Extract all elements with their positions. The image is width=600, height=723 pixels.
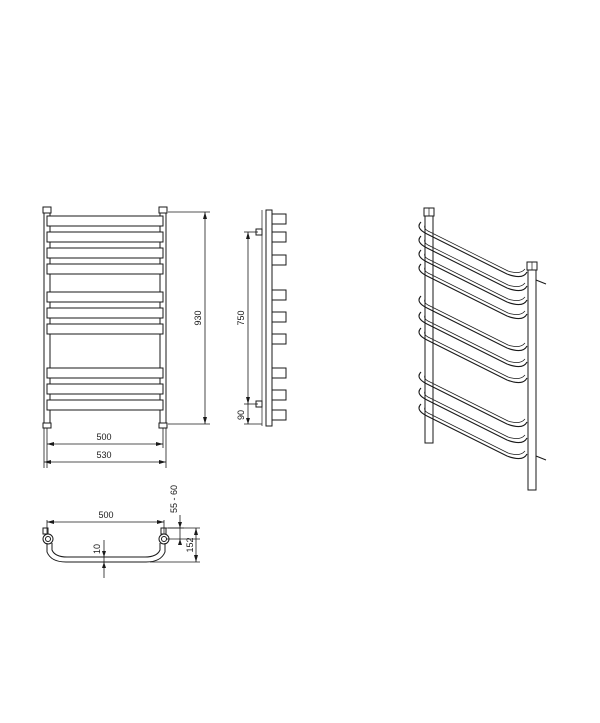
iso-tube xyxy=(418,263,528,320)
right-top-cap xyxy=(158,206,168,214)
bar-profile xyxy=(271,213,287,225)
front-view: 930 500 530 xyxy=(42,206,210,468)
dim-height-label: 930 xyxy=(193,310,203,325)
bar-profile xyxy=(271,409,287,421)
iso-tube-inner xyxy=(424,330,526,379)
dim-outer-width-label: 530 xyxy=(96,450,111,460)
crossbar xyxy=(46,263,164,275)
iso-tube xyxy=(418,387,528,444)
iso-tube xyxy=(418,235,528,292)
bar-profile xyxy=(271,389,287,401)
iso-tube xyxy=(418,249,528,306)
dim-top-width-label: 500 xyxy=(98,510,113,520)
front-crossbars xyxy=(46,215,164,411)
iso-tube-inner xyxy=(424,224,526,273)
dim-tube-label: 10 xyxy=(92,544,102,554)
side-bar-profiles xyxy=(271,213,287,421)
iso-tube-inner xyxy=(424,238,526,287)
crossbar xyxy=(46,367,164,379)
iso-tube-inner xyxy=(424,266,526,315)
crossbar xyxy=(46,291,164,303)
u-bar-outer xyxy=(46,543,166,563)
side-view: 750 90 xyxy=(236,209,287,427)
iso-tubes xyxy=(418,221,528,460)
bar-profile xyxy=(271,289,287,301)
iso-tube xyxy=(418,403,528,460)
left-bottom-cap xyxy=(42,422,52,429)
iso-rear-collector xyxy=(527,267,537,491)
iso-tube xyxy=(418,327,528,384)
iso-tube xyxy=(418,295,528,352)
bar-profile xyxy=(271,311,287,323)
left-top-cap xyxy=(42,206,52,214)
iso-tube-inner xyxy=(424,314,526,363)
iso-tube xyxy=(418,221,528,278)
dim-inner-width-label: 500 xyxy=(96,432,111,442)
bar-profile xyxy=(271,333,287,345)
dim-wall-label: 55 - 60 xyxy=(169,485,179,513)
left-bracket xyxy=(42,527,49,535)
dim-depth-label: 152 xyxy=(185,537,195,552)
iso-tube-inner xyxy=(424,390,526,439)
crossbar xyxy=(46,399,164,411)
iso-tube xyxy=(418,371,528,428)
top-view: 500 55 - 60 152 10 xyxy=(42,485,200,578)
crossbar xyxy=(46,307,164,319)
left-collector-section xyxy=(42,533,54,545)
crossbar xyxy=(46,231,164,243)
dim-axis-label: 750 xyxy=(236,310,246,325)
isometric-view xyxy=(418,207,547,491)
right-bracket xyxy=(160,527,167,535)
crossbar xyxy=(46,247,164,259)
bar-profile xyxy=(271,367,287,379)
iso-tube-inner xyxy=(424,406,526,455)
bar-profile xyxy=(271,254,287,266)
crossbar xyxy=(46,215,164,227)
bar-profile xyxy=(271,231,287,243)
dim-bottom-label: 90 xyxy=(236,410,246,420)
side-collector xyxy=(265,209,273,427)
right-bottom-cap xyxy=(158,422,168,429)
iso-tube-inner xyxy=(424,374,526,423)
u-bar-inner xyxy=(51,543,161,558)
crossbar xyxy=(46,323,164,335)
iso-tube-inner xyxy=(424,298,526,347)
iso-tube xyxy=(418,311,528,368)
crossbar xyxy=(46,383,164,395)
iso-tube-inner xyxy=(424,252,526,301)
